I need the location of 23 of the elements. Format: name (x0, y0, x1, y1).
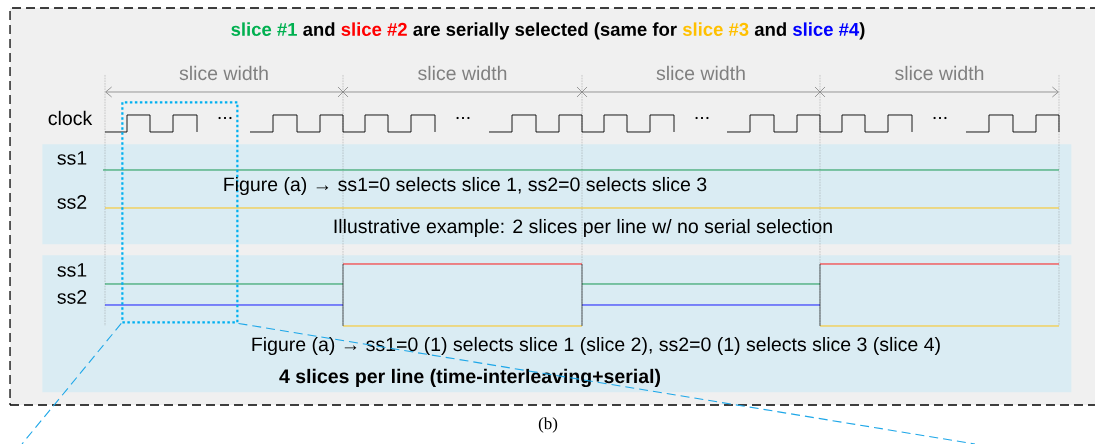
dimension-label: slice width (895, 65, 984, 81)
signal-name: ss2 (57, 195, 87, 209)
signal-name: ss2 (57, 290, 87, 304)
signal-name: clock (48, 110, 93, 126)
title: slice #1 and slice #2 are serially selected (same for slice #3 and slice #4) (231, 22, 865, 40)
caption-text: 4 slices per line (time-interleaving+serial) (279, 368, 661, 388)
caption-text: Illustrative example: 2 slices per line w/ no serial selection (334, 218, 832, 238)
ellipsis: ... (933, 116, 947, 120)
ellipsis: ... (218, 116, 232, 120)
zoom-line (237, 322, 976, 444)
ellipsis: ... (695, 116, 709, 120)
ellipsis: ... (456, 116, 470, 120)
panel (42, 255, 1072, 393)
caption: (b) (538, 417, 558, 433)
signal-name: ss1 (57, 263, 87, 277)
description-text: Figure (a) → ss1=0 selects slice 1, ss2=0 selects slice 3 (224, 176, 707, 196)
dimension-label: slice width (179, 65, 268, 81)
dimension-label: slice width (656, 65, 745, 81)
signal-name: ss1 (57, 151, 87, 165)
description-text: Figure (a) → ss1=0 (1) selects slice 1 (slice 2), ss2=0 (1) selects slice 3 (slice 4) (252, 336, 940, 356)
panel (42, 144, 1072, 245)
dimension-label: slice width (418, 65, 507, 81)
zoom-line (21, 322, 122, 444)
